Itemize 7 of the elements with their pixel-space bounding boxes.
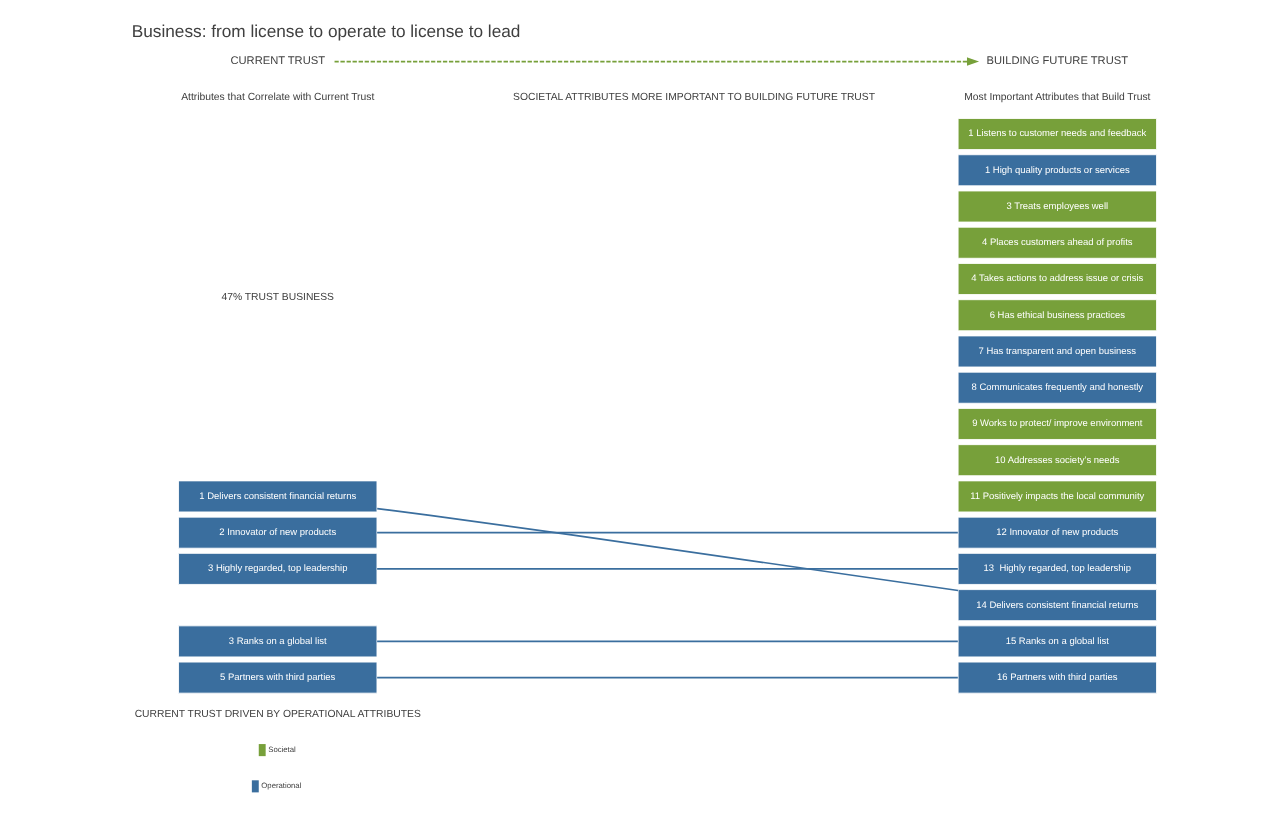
connector — [375, 531, 958, 534]
diagram-title: Business: from license to operate to license to lead — [130, 21, 520, 42]
connector — [375, 676, 958, 679]
connector — [375, 640, 958, 643]
connector — [375, 507, 958, 592]
arrow — [332, 57, 979, 66]
connector — [375, 568, 958, 570]
